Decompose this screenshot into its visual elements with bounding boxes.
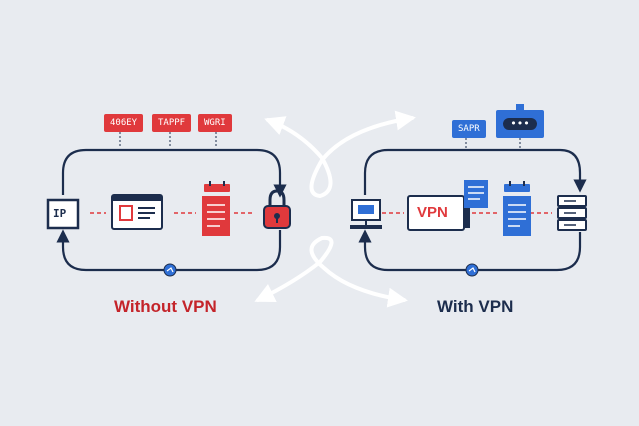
loop-arrow-icon — [163, 263, 177, 277]
browser-window-icon — [111, 194, 163, 230]
tag-label: TAPPF — [152, 114, 192, 132]
vpn-window-icon — [407, 195, 470, 231]
loop-arrow-icon — [465, 263, 479, 277]
computer-icon — [350, 199, 382, 229]
ip-terminal-icon — [46, 198, 80, 230]
with-vpn-caption: With VPN — [437, 297, 514, 316]
password-box-icon — [496, 104, 544, 138]
vpn-label: VPN — [417, 204, 448, 221]
tag-label: WGRI — [198, 114, 232, 132]
padlock-icon — [263, 189, 291, 229]
center-swirl-arrows — [254, 110, 416, 308]
blue-document-icon — [464, 180, 531, 236]
without-vpn-caption: Without VPN — [114, 297, 217, 316]
red-document-icon — [202, 181, 230, 236]
tag-label: 406EY — [104, 114, 144, 132]
server-icon — [557, 195, 587, 231]
left-flow-loop — [56, 132, 287, 272]
ip-label: IP — [53, 207, 67, 220]
tag-label: SAPR — [452, 120, 486, 138]
password-mask: ••• — [510, 117, 530, 130]
